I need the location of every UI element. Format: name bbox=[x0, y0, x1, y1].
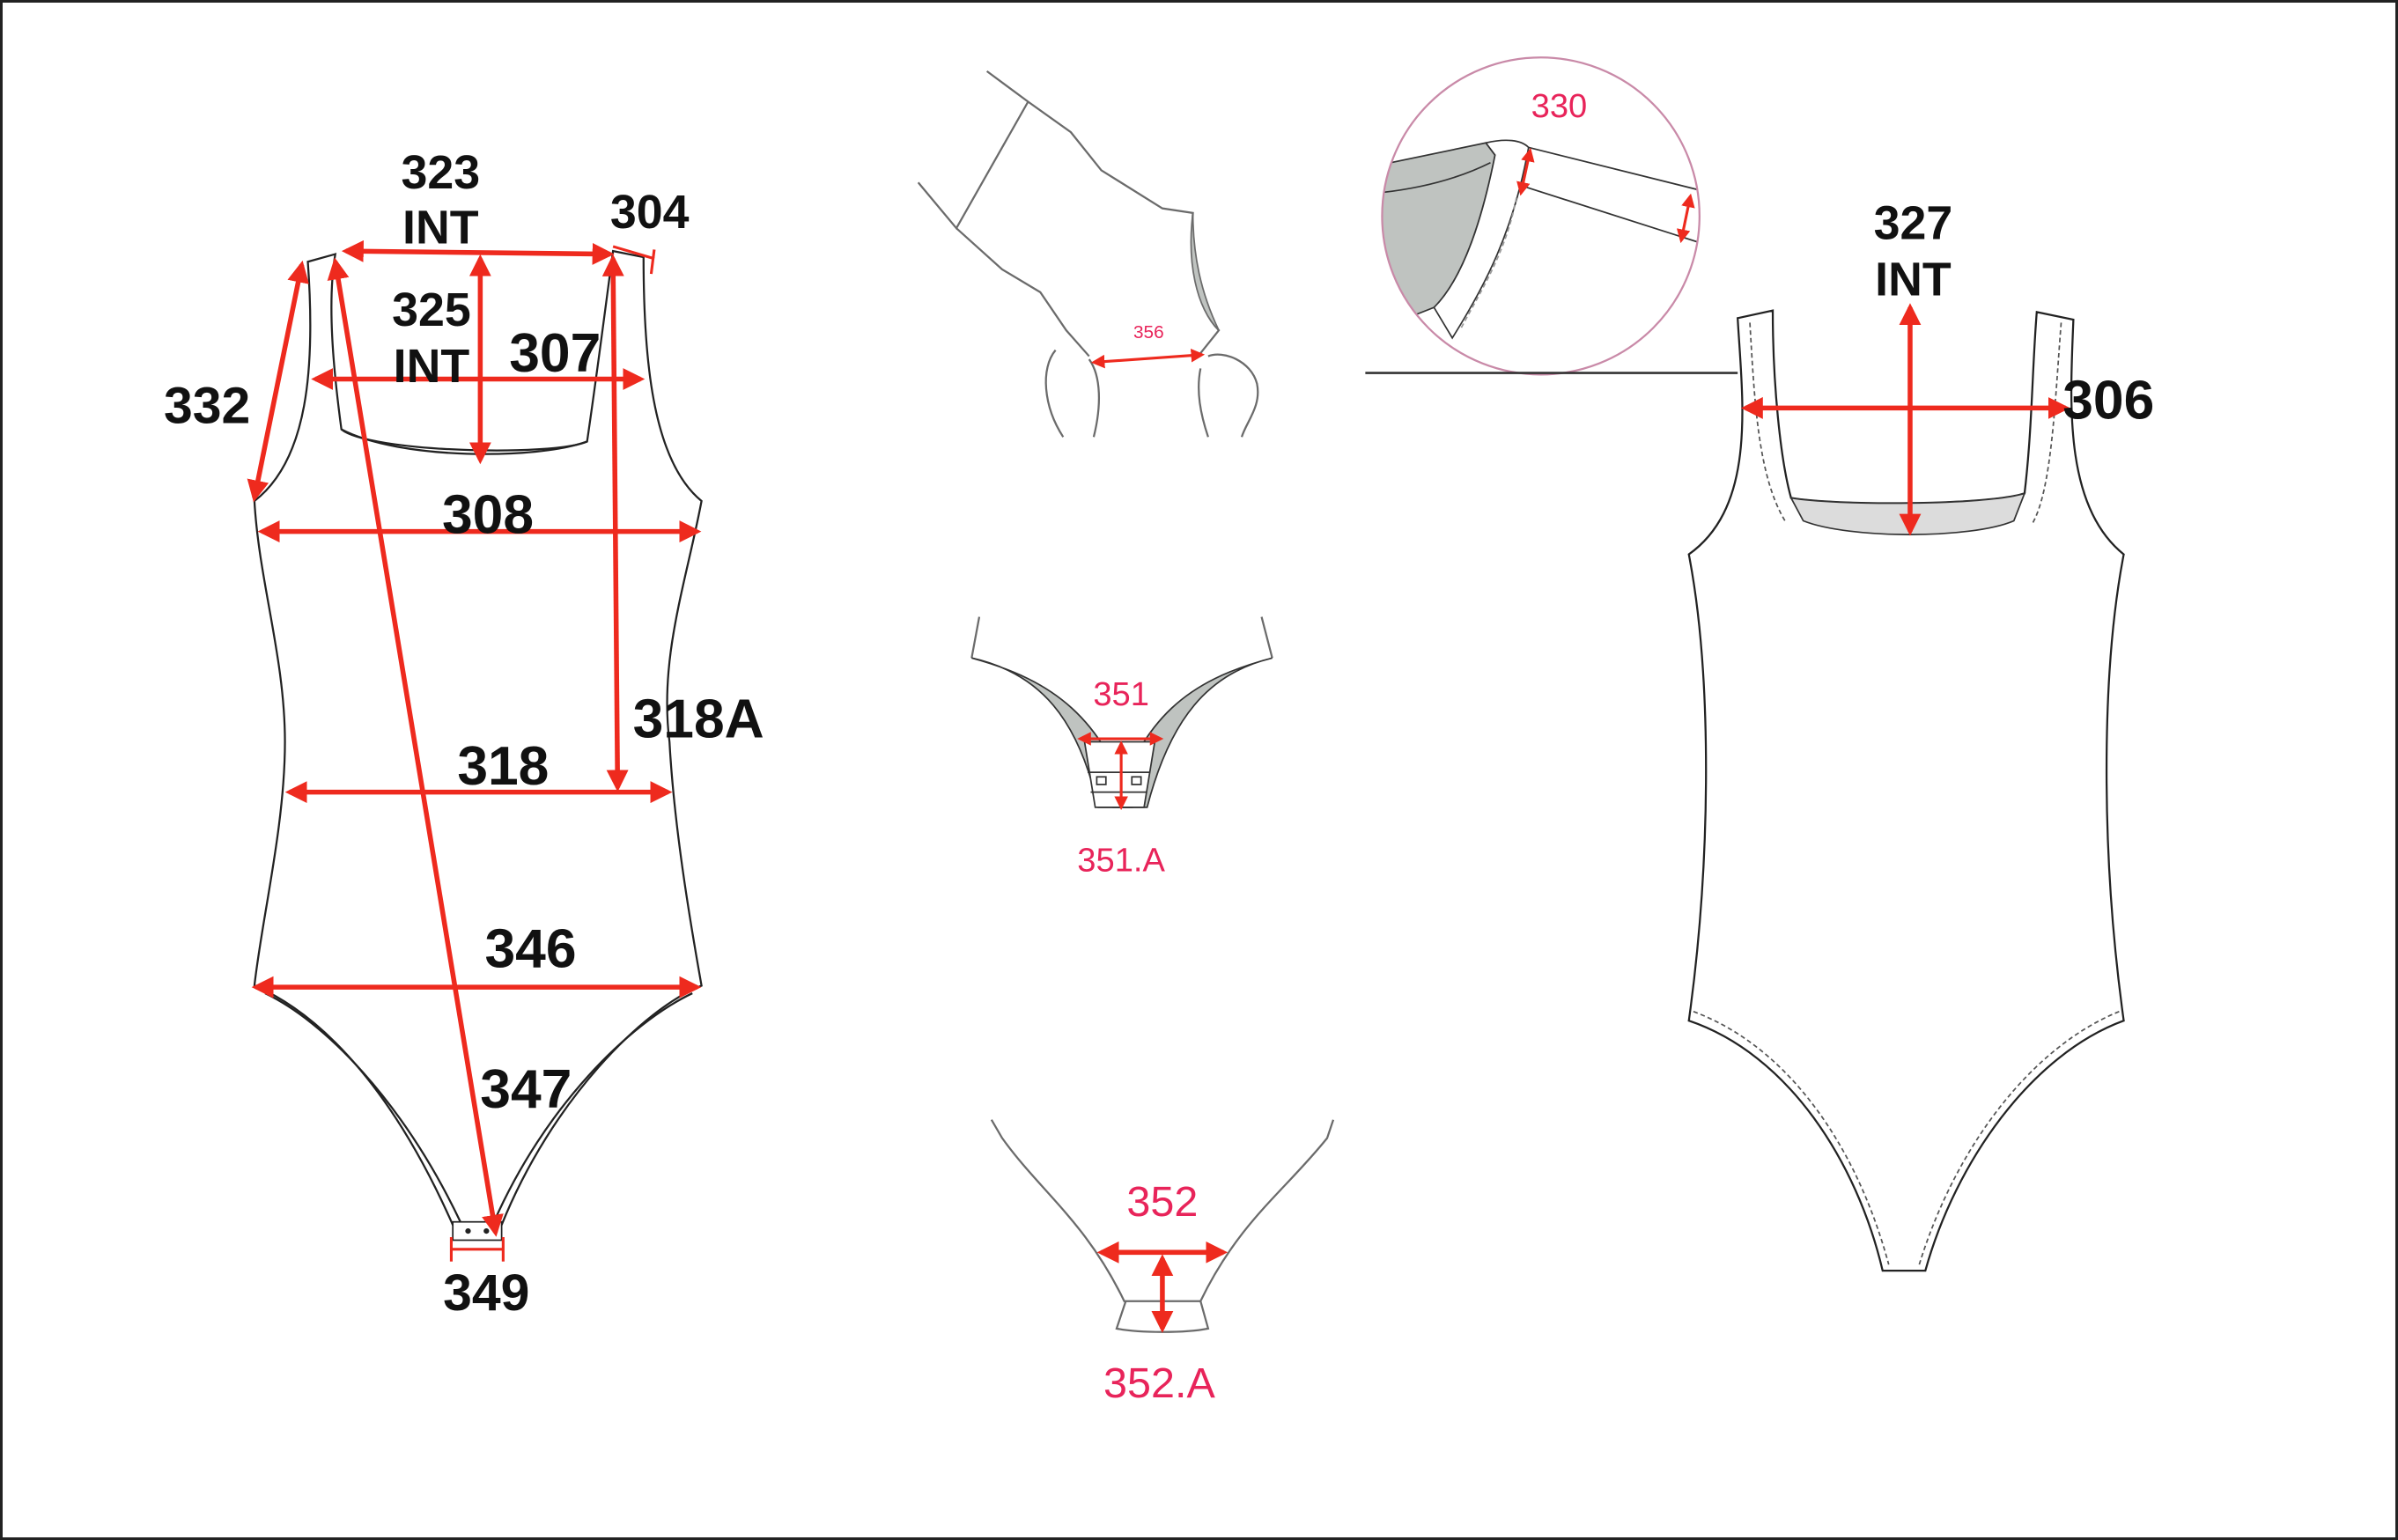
right-leg-binding bbox=[492, 992, 693, 1223]
label-327: 327 bbox=[1874, 196, 1953, 249]
label-325: 325 bbox=[392, 284, 471, 336]
left-hand-icon bbox=[1044, 349, 1100, 438]
label-325-int: INT bbox=[394, 340, 470, 393]
back-garment-outline bbox=[1687, 309, 2125, 1272]
label-318A: 318A bbox=[633, 689, 764, 749]
label-323: 323 bbox=[402, 146, 481, 199]
label-352: 352 bbox=[1126, 1178, 1198, 1226]
arrow-330-a bbox=[1516, 147, 1535, 196]
left-leg-binding bbox=[264, 992, 461, 1223]
stretch-detail: 356 bbox=[917, 70, 1259, 438]
zoom-circle bbox=[1381, 56, 1701, 376]
label-308: 308 bbox=[442, 484, 534, 545]
label-332: 332 bbox=[164, 378, 250, 435]
label-327-int: INT bbox=[1875, 253, 1952, 306]
label-330: 330 bbox=[1531, 88, 1588, 125]
label-349: 349 bbox=[443, 1264, 529, 1322]
label-318: 318 bbox=[457, 736, 549, 797]
label-356: 356 bbox=[1133, 322, 1164, 343]
crotch-outside-detail: 352 352.A bbox=[990, 1119, 1335, 1407]
label-351A: 351.A bbox=[1077, 843, 1165, 880]
label-306: 306 bbox=[2062, 371, 2154, 431]
arrow-330-b bbox=[1676, 193, 1695, 244]
label-347: 347 bbox=[480, 1059, 572, 1120]
arrow-356 bbox=[1090, 348, 1206, 369]
right-hand-icon bbox=[1198, 353, 1259, 438]
label-351: 351 bbox=[1093, 676, 1149, 713]
arrow-304 bbox=[612, 245, 655, 261]
strap-zoom-detail: 330 bbox=[1365, 56, 1738, 376]
label-304: 304 bbox=[610, 186, 690, 239]
label-323-int: INT bbox=[402, 202, 479, 254]
arrow-318A bbox=[601, 254, 629, 792]
label-352A: 352.A bbox=[1103, 1359, 1215, 1407]
stretch-garment-outline bbox=[917, 70, 1221, 357]
crotch-inside-detail: 351 351.A bbox=[970, 616, 1273, 880]
label-307: 307 bbox=[509, 323, 601, 384]
arrow-323 bbox=[341, 239, 615, 265]
front-garment-view: 323 INT 304 325 INT 307 332 308 318A 318… bbox=[164, 146, 764, 1322]
arrow-347 bbox=[327, 257, 504, 1237]
label-346: 346 bbox=[485, 919, 577, 980]
back-garment-view: 327 INT 306 bbox=[1687, 196, 2154, 1272]
arrow-332 bbox=[247, 260, 309, 503]
diagram-canvas: 323 INT 304 325 INT 307 332 308 318A 318… bbox=[164, 56, 2154, 1407]
